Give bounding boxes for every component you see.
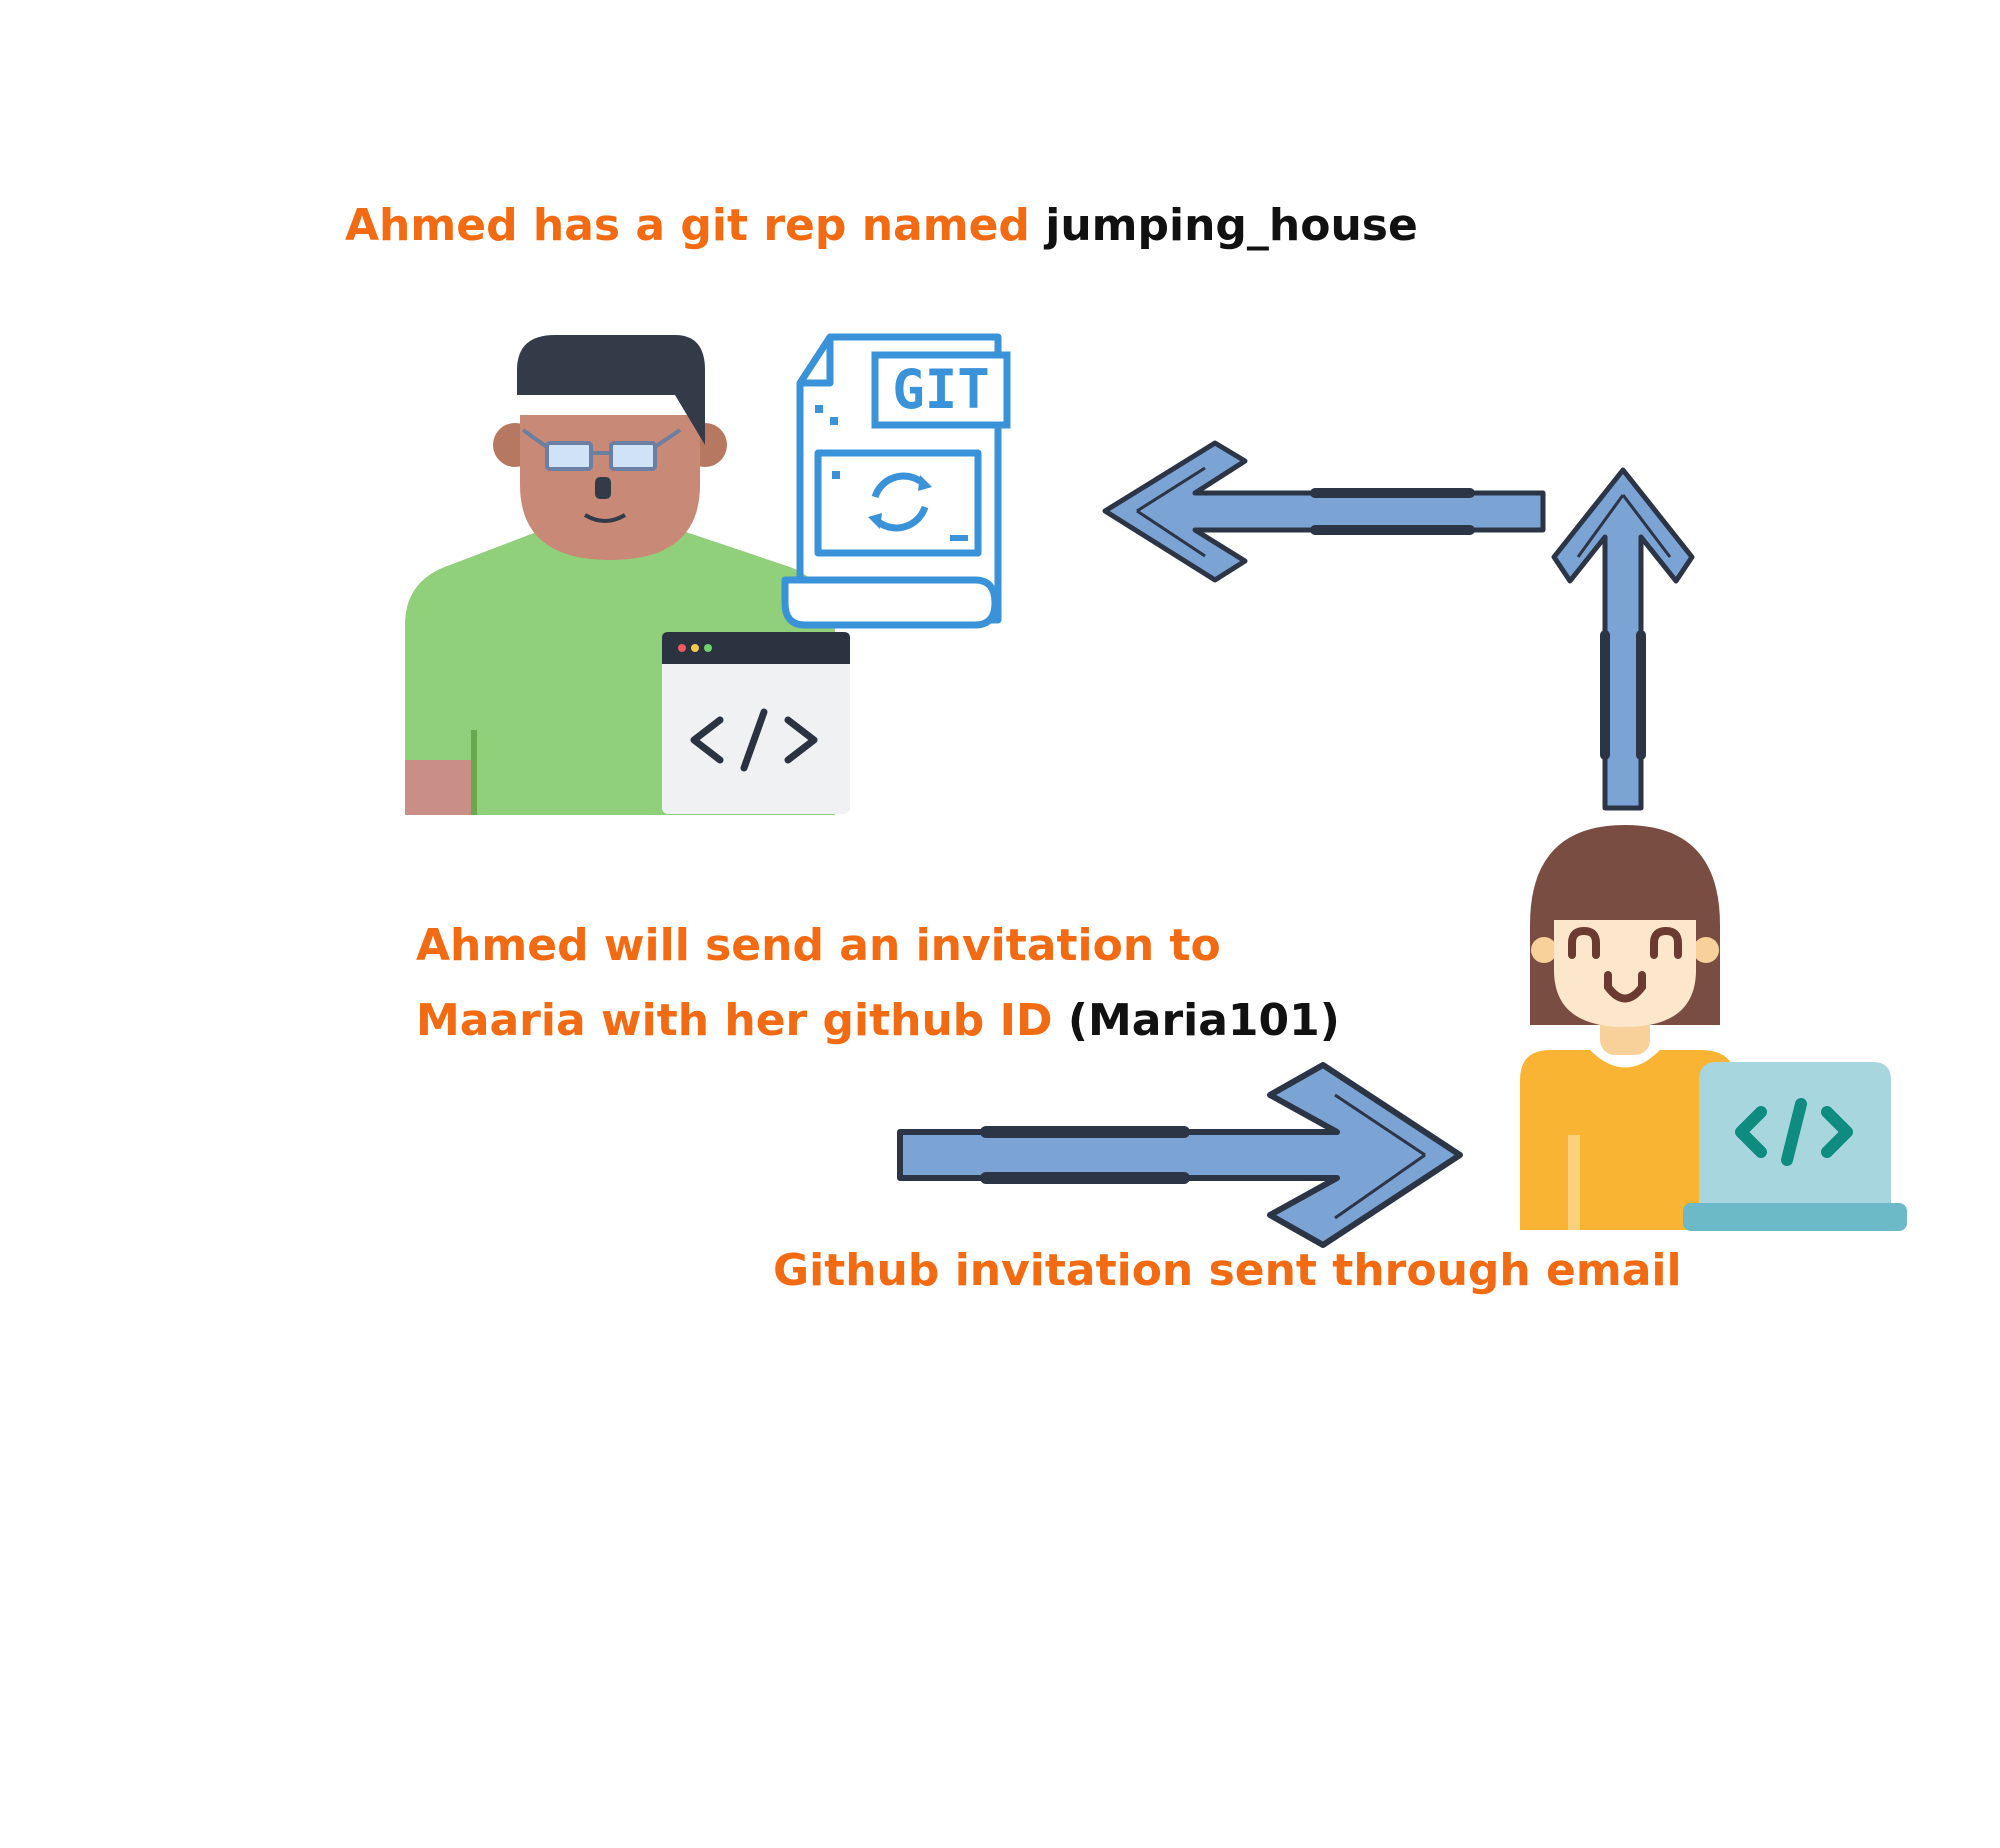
laptop-code-icon: [1683, 1062, 1907, 1231]
invitation-caption-line-1-text: Ahmed will send an invitation to: [416, 920, 1221, 971]
git-file-icon: GIT: [781, 333, 1011, 629]
arrow-to-maaria: [897, 1062, 1463, 1248]
arrow-up: [1551, 467, 1695, 811]
git-label: GIT: [892, 358, 990, 421]
repo-caption: Ahmed has a git rep named jumping_house: [345, 200, 1418, 253]
email-caption-text: Github invitation sent through email: [773, 1245, 1682, 1296]
repo-caption-text: Ahmed has a git rep named: [345, 200, 1030, 251]
invitation-caption-line-2-text: Maaria with her github ID: [416, 995, 1053, 1046]
invitation-caption-line-2: Maaria with her github ID (Maria101): [416, 995, 1340, 1048]
invitation-caption-line-1: Ahmed will send an invitation to: [416, 920, 1221, 973]
repo-name: jumping_house: [1045, 200, 1418, 251]
github-user-id: (Maria101): [1067, 995, 1340, 1046]
developer-woman-icon: [1520, 825, 1735, 1230]
arrow-to-git: [1102, 440, 1546, 583]
code-window-icon: [662, 632, 850, 814]
email-caption: Github invitation sent through email: [773, 1245, 1682, 1298]
